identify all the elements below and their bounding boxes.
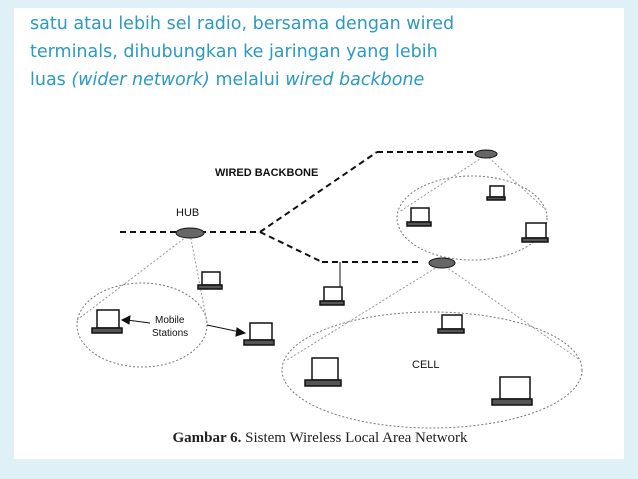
laptop-icon <box>304 357 342 387</box>
text-line-3: luas (wider network) melalui wired backb… <box>30 66 620 94</box>
laptop-icon <box>319 286 345 306</box>
text-line-1: satu atau lebih sel radio, bersama denga… <box>30 14 455 34</box>
slide-border-bottom <box>0 459 638 479</box>
laptop-icon <box>197 271 223 290</box>
text-line-2: terminals, dihubungkan ke jaringan yang … <box>30 42 438 62</box>
caption-number: Gambar 6. <box>172 430 242 446</box>
laptop-icon <box>91 309 123 334</box>
text-italic-wider-network: (wider network) <box>71 70 210 90</box>
laptop-icon <box>406 207 432 227</box>
cell-label: CELL <box>412 359 440 371</box>
laptop-icon <box>437 314 465 334</box>
laptops <box>91 185 549 406</box>
mobile-label: Mobile <box>155 315 185 326</box>
slide-border-top <box>0 0 638 8</box>
slide-border-left <box>0 0 14 479</box>
hub-label: HUB <box>176 207 199 219</box>
text-line-3-middle: melalui <box>209 70 286 90</box>
wlan-diagram: WIRED BACKBONE HUB Mobile Stations CELL <box>76 149 583 429</box>
stations-label: Stations <box>152 328 188 339</box>
access-point-top-icon <box>474 149 498 159</box>
caption-text: Sistem Wireless Local Area Network <box>241 430 468 446</box>
slide-border-right <box>624 0 638 479</box>
wlan-diagram-figure: WIRED BACKBONE HUB Mobile Stations CELL … <box>32 140 608 455</box>
laptop-icon <box>521 222 549 243</box>
access-point-mid-icon <box>428 257 456 269</box>
laptop-icon <box>486 185 506 201</box>
backbone-rise-lower <box>259 231 323 263</box>
cell-top-right <box>396 175 548 261</box>
cell-bottom <box>281 311 583 429</box>
hub-access-point-icon <box>175 227 205 239</box>
wired-backbone-label: WIRED BACKBONE <box>215 167 318 179</box>
mobile-stations-arrows <box>120 315 247 337</box>
text-line-3-prefix: luas <box>30 70 72 90</box>
coverage-cones <box>76 154 581 361</box>
laptop-icon <box>491 376 533 406</box>
figure-caption: Gambar 6. Sistem Wireless Local Area Net… <box>32 430 608 447</box>
text-italic-wired-backbone: wired backbone <box>285 70 425 90</box>
slide-body-text: satu atau lebih sel radio, bersama denga… <box>30 10 620 94</box>
laptop-icon <box>243 322 275 346</box>
backbone-rise-upper <box>259 151 378 233</box>
